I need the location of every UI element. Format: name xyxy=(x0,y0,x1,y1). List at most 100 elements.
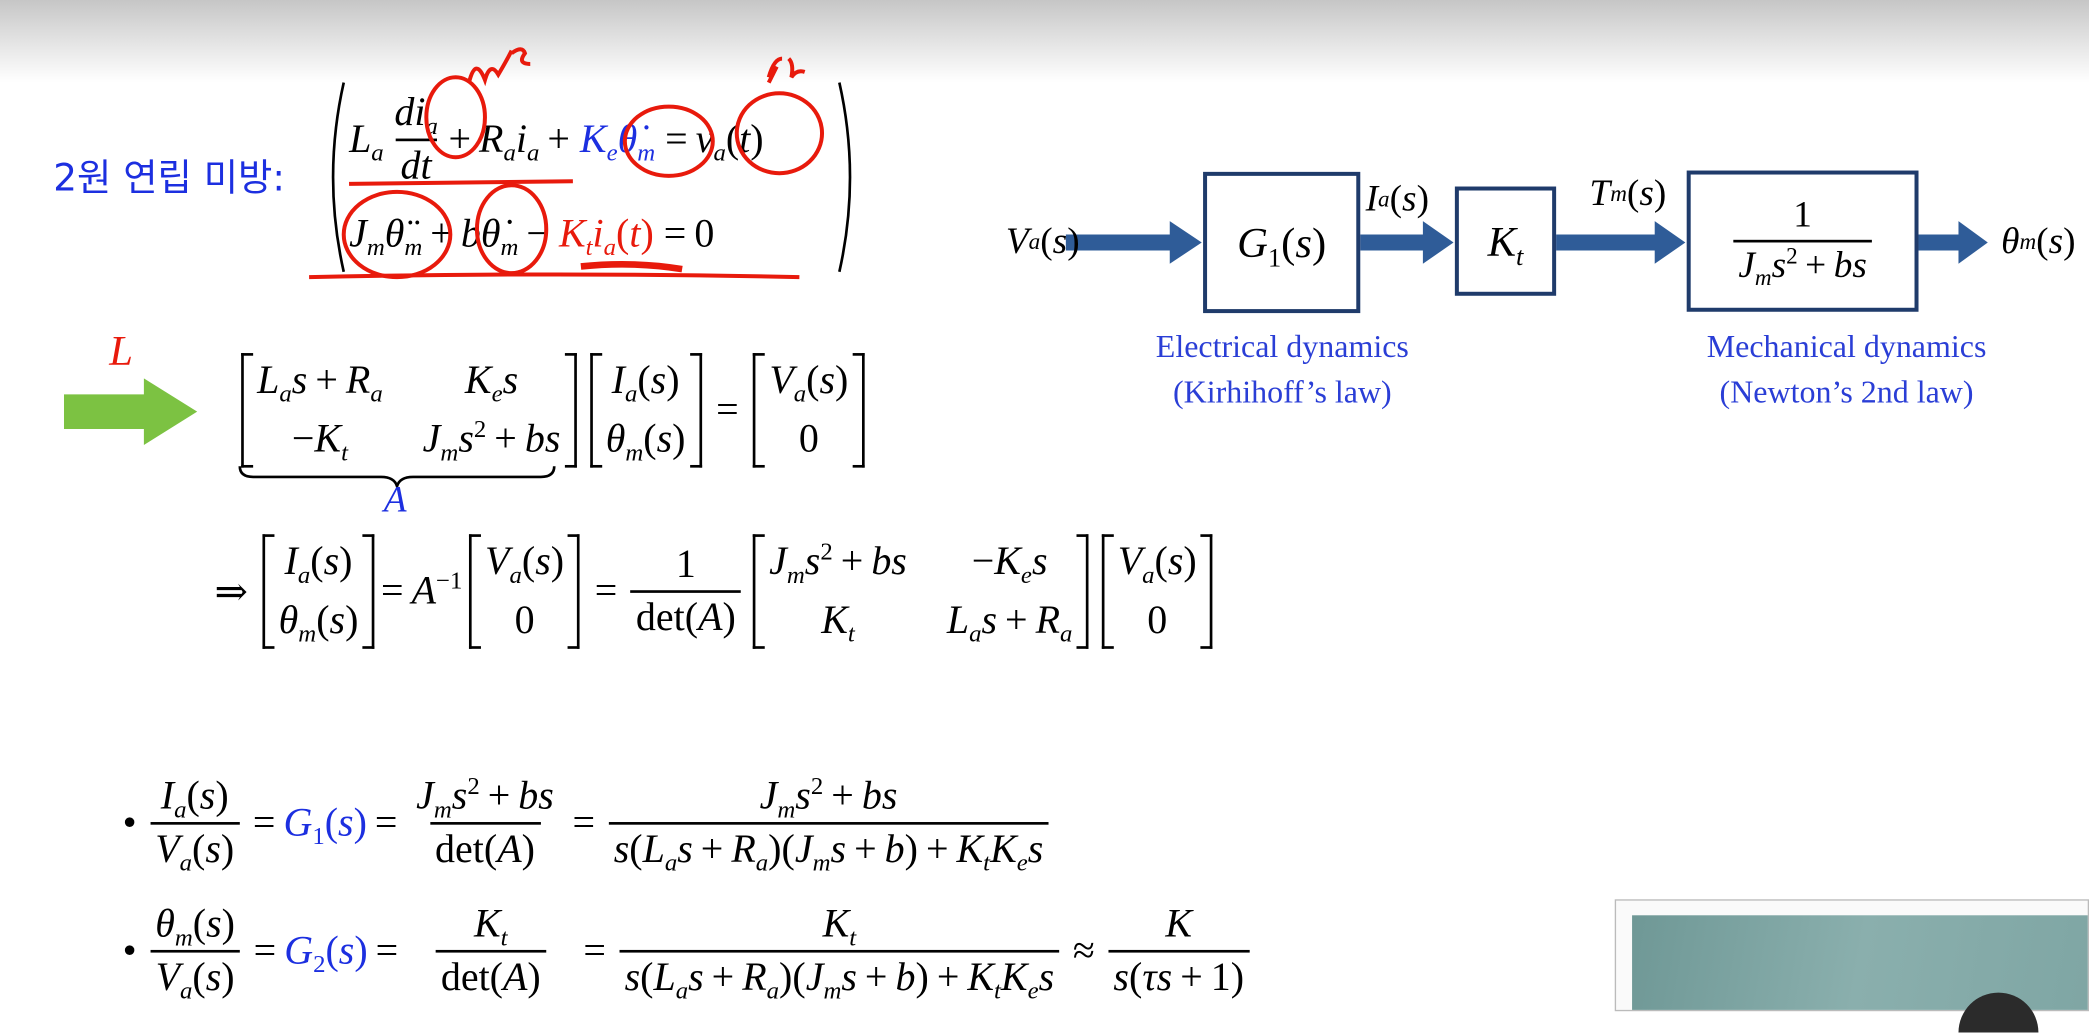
numerator: Jms2 + bs xyxy=(416,772,554,825)
equals: = xyxy=(716,387,739,432)
adjugate-matrix: Jms2 + bs −Kes Kt Las + Ra xyxy=(750,534,1091,649)
matrix-cell: Jms2 + bs xyxy=(422,415,561,467)
numerator: dia xyxy=(394,90,438,141)
term-La: La xyxy=(349,117,384,168)
block-kt: Kt xyxy=(1454,186,1557,296)
underbrace xyxy=(238,466,556,488)
denominator: det(A) xyxy=(435,949,547,1001)
vector-b: Va(s) 0 xyxy=(1099,534,1215,649)
vector-cell: 0 xyxy=(798,417,819,461)
denominator: det(A) xyxy=(429,822,541,873)
brace-label-A: A xyxy=(383,479,407,521)
vector-b: Va(s) 0 xyxy=(751,353,867,468)
vector-cell: Ia(s) xyxy=(611,358,680,409)
transfer-g1: G1(s) xyxy=(283,800,367,851)
webcam-video xyxy=(1632,915,2088,1033)
lhs-fraction: θm(s)Va(s) xyxy=(150,901,240,1004)
numerator: Ia(s) xyxy=(160,774,229,825)
vector-cell: θm(s) xyxy=(605,417,686,467)
ode-parentheses xyxy=(331,82,852,273)
matrix-A: Las + Ra Kes −Kt Jms2 + bs xyxy=(238,353,579,468)
bullet: • xyxy=(122,928,137,973)
matrix-cell: Jms2 + bs xyxy=(769,538,907,590)
electrical-sublabel: (Kirhihoff’s law) xyxy=(1172,375,1392,411)
matrix-cell: Kt xyxy=(821,598,855,649)
arrow-icon xyxy=(1554,221,1686,264)
block-g1: G1(s) xyxy=(1203,171,1361,314)
denominator: dt xyxy=(395,138,437,190)
vector-cell: Ia(s) xyxy=(284,539,353,590)
denominator: Va(s) xyxy=(150,949,240,1004)
vector-x: Ia(s) θm(s) xyxy=(587,353,704,468)
green-arrow-icon xyxy=(63,378,198,445)
block-label: G1(s) xyxy=(1237,217,1327,273)
top-gradient-band xyxy=(0,0,2089,83)
mechanical-label: Mechanical dynamics xyxy=(1706,330,1987,366)
approx-sign: ≈ xyxy=(1072,928,1095,973)
numerator: Kt xyxy=(822,901,857,952)
numerator: Kt xyxy=(474,901,508,952)
term-zero: = 0 xyxy=(663,211,715,256)
numerator: θm(s) xyxy=(155,901,236,952)
vector-cell: θm(s) xyxy=(278,598,359,649)
arrow-icon xyxy=(1358,221,1454,264)
arrow-icon xyxy=(1918,221,1988,264)
transfer-g2: G2(s) xyxy=(284,928,368,979)
vector-cell: 0 xyxy=(1147,598,1168,643)
equals: = xyxy=(594,568,618,613)
matrix-cell: Las + Ra xyxy=(257,358,383,409)
vector-cell: Va(s) xyxy=(769,358,849,409)
block-diagram-arrows xyxy=(1065,221,1988,264)
block-label: Kt xyxy=(1487,216,1524,272)
arrow-icon xyxy=(1065,221,1202,264)
vector-cell: Va(s) xyxy=(1117,539,1197,590)
vector-cell: 0 xyxy=(514,598,535,643)
matrix-cell: Las + Ra xyxy=(946,598,1073,649)
vector-x: Ia(s) θm(s) xyxy=(260,534,377,649)
ode-label: 2원 연립 미방: xyxy=(53,155,285,200)
red-annotations xyxy=(309,47,825,280)
electrical-label: Electrical dynamics xyxy=(1155,330,1409,366)
matrix-cell: −Kt xyxy=(291,417,348,467)
numerator: 1 xyxy=(675,542,696,587)
presenter-head xyxy=(1958,992,2039,1033)
matrix-cell: Kes xyxy=(464,358,519,409)
laplace-label: L xyxy=(109,326,133,375)
denominator: Va(s) xyxy=(149,822,240,876)
lhs-fraction: Ia(s)Va(s) xyxy=(149,774,240,876)
mechanical-sublabel: (Newton’s 2nd law) xyxy=(1719,375,1974,411)
numerator: 1 xyxy=(1793,194,1812,236)
laplace-matrix-equation: Las + Ra Kes −Kt Jms2 + bs Ia(s) θm(s) = Va… xyxy=(234,349,871,472)
denominator: s(Las + Ra)(Jms + b) + KtKes xyxy=(608,822,1049,876)
vector-b: Va(s) 0 xyxy=(466,534,582,649)
term-Ra: + Raia + xyxy=(448,117,570,168)
term-torque: Ktia(t) xyxy=(558,211,654,262)
numerator: K xyxy=(1165,901,1193,946)
matrix-cell: −Kes xyxy=(971,539,1048,590)
denominator: s(τs + 1) xyxy=(1108,949,1250,1001)
term-back-emf: Keθ̇m xyxy=(579,117,656,168)
webcam-overlay xyxy=(1614,899,2089,1033)
denominator: Jms2 + bs xyxy=(1732,239,1873,289)
ode-line-2: Jmθ̈m + bθ̇m − Ktia(t) = 0 xyxy=(349,197,714,270)
implies-arrow: ⇒ xyxy=(214,569,248,614)
vector-cell: Va(s) xyxy=(485,539,565,590)
inverse-A: = A−1 xyxy=(381,567,463,613)
